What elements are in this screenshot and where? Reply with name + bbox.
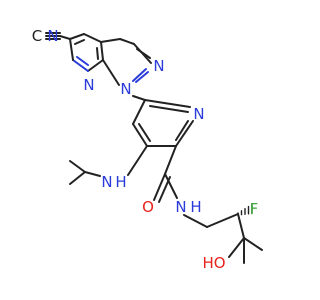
fluorine-label: F: [250, 200, 259, 218]
ring-b-1: [100, 38, 121, 43]
c4-to-nh: [127, 145, 148, 176]
chf-to-c: [237, 213, 245, 239]
ipr-2: [69, 171, 86, 185]
ring-a-6: [69, 38, 74, 61]
py-double-2: [175, 120, 189, 141]
ring-a-2: [83, 33, 102, 43]
carbonyl-to-o: [153, 173, 166, 201]
stereo-layer: [237, 203, 253, 216]
ring-a-1: [69, 33, 85, 40]
ipr-1: [69, 160, 86, 173]
amide-oxygen-label: O: [142, 198, 154, 216]
ring-b-4: [132, 68, 147, 82]
py-5: [175, 120, 194, 147]
ring-a-5: [72, 59, 89, 72]
py-2: [132, 99, 146, 125]
c3-to-carbonyl: [164, 145, 177, 175]
bond-layer: [45, 32, 263, 264]
nh-to-ipr: [84, 171, 101, 177]
ring-a-4: [87, 59, 104, 72]
ring-b-2: [119, 38, 135, 45]
c-to-oh: [228, 237, 245, 258]
ring-b-double: [136, 48, 151, 59]
amine-nitrogen-label: N: [101, 173, 112, 191]
nitrile-carbon-label: C: [32, 27, 42, 45]
pyridine-nitrogen-label: N: [193, 105, 204, 123]
py-double-3: [149, 105, 189, 113]
ring-b-5: [102, 59, 120, 86]
py-double-1: [138, 123, 151, 142]
ring-a-3: [100, 41, 104, 61]
py-3: [132, 123, 148, 147]
molecule-diagram: C N N N N N N H O N H F HO: [32, 27, 263, 272]
amide-n-to-ch2: [183, 214, 208, 228]
ring-a-double-2: [96, 47, 99, 60]
hydroxy-label: HO: [202, 254, 225, 272]
ring-b-n1n2: [135, 71, 149, 83]
amide-hydrogen-label: H: [190, 198, 201, 216]
amide-nitrogen-label: N: [175, 198, 186, 216]
pyrazole-n2-label: N: [153, 57, 164, 75]
amine-hydrogen-label: H: [115, 173, 126, 191]
carbonyl-to-n: [164, 173, 178, 199]
n1-to-pyridine: [132, 95, 146, 101]
ring-a-double-3: [76, 56, 89, 66]
ring-a-double-1: [74, 39, 85, 45]
c-to-me1: [243, 237, 263, 251]
ch2-to-chf: [206, 213, 239, 228]
py-1: [144, 99, 191, 108]
nitrile-nitrogen-label: N: [47, 27, 58, 45]
pyridine-n7-label: N: [83, 76, 94, 94]
nitrile-to-ring: [59, 35, 71, 40]
pyrazole-n1-label: N: [120, 80, 131, 98]
